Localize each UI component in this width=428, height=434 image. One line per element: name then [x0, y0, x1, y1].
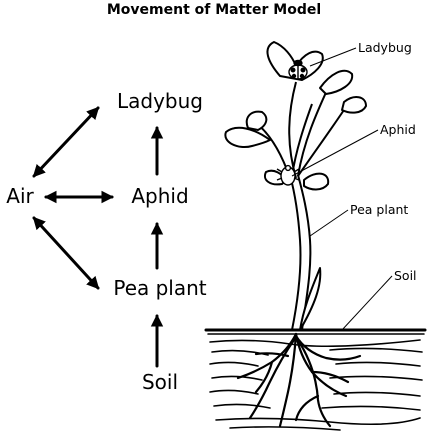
plant-label-ladybug: Ladybug [358, 40, 412, 55]
ladybug-illustration [288, 59, 308, 80]
pea-plant-illustration [224, 41, 367, 331]
plant-label-pea-plant: Pea plant [350, 202, 408, 217]
diagram-title: Movement of Matter Model [107, 2, 321, 18]
node-ladybug: Ladybug [117, 89, 203, 113]
soil-illustration [204, 328, 427, 431]
aphid-illustration [276, 164, 300, 186]
plant-label-aphid: Aphid [380, 122, 416, 137]
arrow-air-pea-plant [32, 216, 100, 290]
label-leader-lines [291, 47, 393, 331]
arrow-air-ladybug [32, 106, 100, 178]
node-pea-plant: Pea plant [113, 276, 206, 300]
node-soil: Soil [142, 370, 178, 394]
node-aphid: Aphid [131, 184, 188, 208]
plant-label-soil: Soil [394, 268, 417, 283]
node-air: Air [6, 184, 34, 208]
